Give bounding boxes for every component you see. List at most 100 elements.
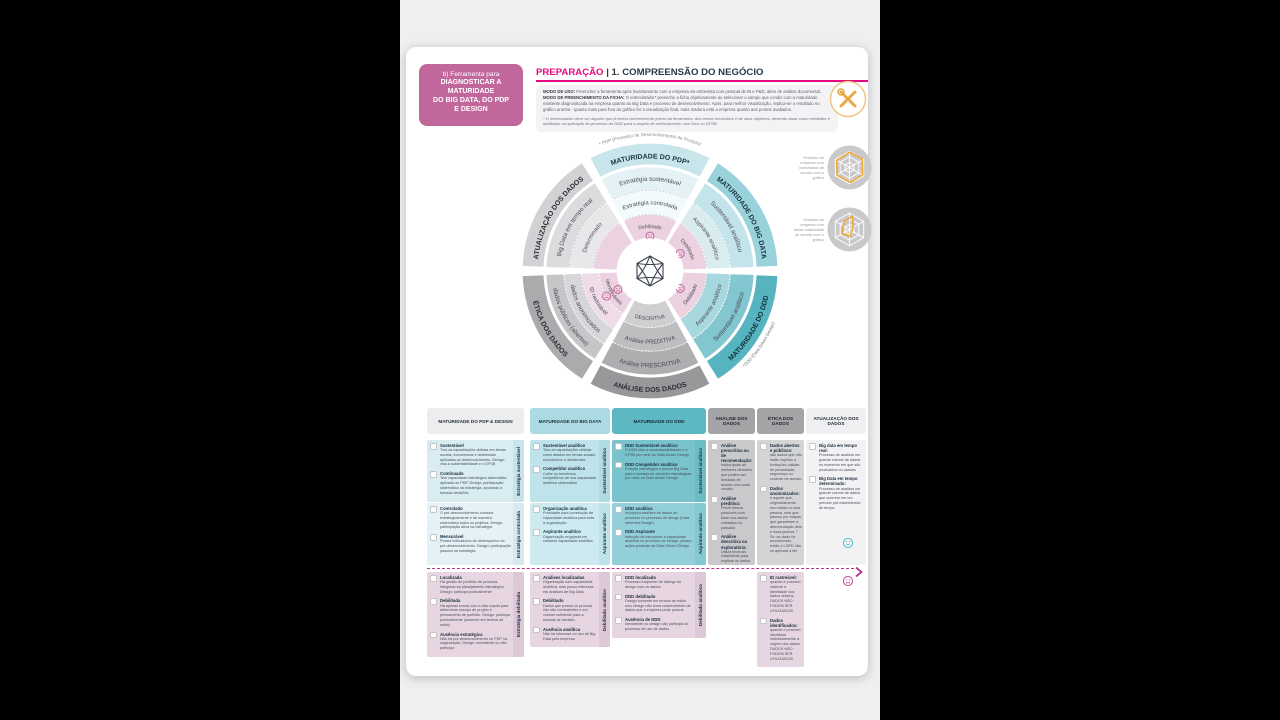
criterion-checkbox[interactable] [615, 529, 622, 536]
wheel-ring-analise [622, 299, 678, 328]
criterion-item: Análise prescritiva ou de recomendação:I… [710, 443, 753, 492]
example-high-maturity: Exemplo de empresa com maturidade de aco… [792, 145, 872, 190]
band-side-label: Aspirante analítico [698, 513, 703, 555]
column-header-bigdata: MATURIDADE DO BIG DATA [530, 408, 610, 434]
criterion-checkbox[interactable] [615, 617, 622, 624]
criterion-checkbox[interactable] [615, 506, 622, 513]
criterion-checkbox[interactable] [615, 593, 622, 601]
table-column-bigdata: MATURIDADE DO BIG DATA Sustentável analít… [530, 408, 610, 658]
criterion-checkbox[interactable] [430, 471, 437, 478]
instructions-text: Preencher a ferramenta após levantamento… [575, 89, 822, 94]
criterion-checkbox[interactable] [533, 598, 540, 605]
band-side-label: Sustentável analítico [698, 448, 703, 494]
criterion-checkbox[interactable] [615, 461, 622, 469]
criterion-checkbox[interactable] [615, 575, 622, 582]
band-side-label: Debilitado analítico [602, 588, 607, 631]
criterion-item: ID rastreável:quando é possível rastrear… [759, 575, 802, 614]
criterion-description: Processo de analisar um grande volume de… [819, 486, 861, 510]
criterion-checkbox[interactable] [760, 575, 767, 582]
criterion-title: Sustentável [440, 443, 464, 448]
criterion-item: Dados anonimizados:é aquele que, origina… [759, 485, 802, 554]
criterion-checkbox[interactable] [711, 534, 718, 541]
criterion-title: Mensurável [440, 534, 464, 540]
criterion-item: Dados identificados:quando é possível id… [759, 617, 802, 662]
tool-title-line: E DESIGN [454, 106, 488, 114]
criterion-description: Inexistente ou design não participa do p… [625, 622, 689, 632]
criterion-checkbox[interactable] [809, 443, 816, 450]
criterion-checkbox[interactable] [809, 476, 816, 483]
column-header-pdp-design: MATURIDADE DO PDP & DESIGN [427, 408, 524, 434]
tool-title-line: DIAGNOSTICAR A [440, 79, 502, 86]
band-side-label: Estratégia debilitada [516, 592, 521, 637]
wheel-ring-label: DESCRITIVA [634, 314, 666, 322]
column-header-atualizacao: ATUALIZAÇÃO DOS DADOS [806, 408, 866, 434]
sad-face-icon [602, 291, 611, 301]
criterion-checkbox[interactable] [430, 598, 437, 605]
criterion-title: DDD Aspirante [625, 529, 655, 535]
criterion-description: Intenção de incorporar a capacidade anal… [625, 534, 692, 549]
criterion-title: Análise descritiva ou exploratória: [721, 534, 748, 550]
criterion-title: Ausência de DDD [625, 617, 661, 623]
instructions-text: O entrevistador* preenche a ficha objeti… [543, 95, 820, 113]
criterion-description: Utiliza técnicas estatísticas para expli… [721, 549, 751, 565]
criterion-checkbox[interactable] [760, 617, 767, 625]
instructions-box: MODO DE USO: Preencher a ferramenta após… [536, 85, 838, 132]
criterion-checkbox[interactable] [430, 534, 437, 541]
criterion-item: Análise descritiva ou exploratória:Utili… [710, 534, 753, 565]
criterion-item: Análise preditiva:Prevê futuros possívei… [710, 496, 753, 530]
criterion-checkbox[interactable] [533, 466, 540, 473]
criterion-checkbox[interactable] [711, 443, 718, 450]
criterion-title: ID rastreável: [770, 575, 797, 580]
criterion-checkbox[interactable] [533, 443, 540, 450]
wheel-ring-analise [600, 341, 700, 376]
wheel-ring-pdp [600, 166, 700, 201]
criterion-checkbox[interactable] [760, 485, 767, 493]
criterion-checkbox[interactable] [430, 506, 437, 513]
criterion-checkbox[interactable] [760, 443, 767, 450]
criterion-item: Big data em tempo real:Processo de anali… [808, 443, 864, 472]
wheel-band-analise [589, 363, 711, 400]
criterion-checkbox[interactable] [533, 529, 540, 536]
column-header-ddd: MATURIDADE DO DDD [612, 408, 706, 434]
spider-badge-high-icon [827, 145, 872, 190]
criterion-description: quando é possível identificar individual… [770, 627, 801, 661]
criterion-checkbox[interactable] [533, 575, 540, 582]
wheel-ring-label: Debilitado [638, 224, 663, 231]
band-side-label: Debilitado analítico [698, 583, 703, 626]
example-low-maturity: Exemplo de empresa com baixa maturidade … [792, 207, 872, 252]
criterion-description: O DDD visa a sustentantabilidade e o DFS… [625, 448, 689, 457]
criterion-title: Dados anonimizados: [770, 485, 800, 497]
instructions-paragraph: MODO DE USO: Preencher a ferramenta após… [543, 89, 831, 113]
criterion-title: Análise preditiva: [721, 496, 741, 507]
section-title: PREPARAÇÃO | 1. COMPREENSÃO DO NEGÓCIO [536, 67, 763, 78]
criterion-title: Continuado [440, 471, 464, 477]
sad-face-icon [613, 285, 623, 294]
criterion-checkbox[interactable] [711, 496, 718, 503]
criterion-title: DDD analítico [625, 506, 653, 511]
criterion-checkbox[interactable] [430, 575, 437, 582]
wheel-ring-label: Análise PREDITIVA [624, 335, 676, 345]
criterion-checkbox[interactable] [430, 443, 437, 450]
document-page: b) Ferramenta para DIAGNOSTICAR A MATURI… [406, 47, 872, 676]
criterion-description: Prioridade para construção de capacidade… [543, 511, 595, 525]
band-side-label-strip: Sustentável analítico [599, 440, 610, 502]
criterion-title: Localizada [440, 575, 462, 580]
criterion-checkbox[interactable] [615, 443, 622, 450]
criterion-checkbox[interactable] [533, 506, 540, 513]
criterion-checkbox[interactable] [430, 631, 437, 639]
criterion-description: Indica quais as melhores decisões que po… [721, 463, 753, 492]
criterion-description: Design somente em termos de estilo e/ou … [625, 598, 691, 613]
criterion-checkbox[interactable] [533, 626, 540, 634]
